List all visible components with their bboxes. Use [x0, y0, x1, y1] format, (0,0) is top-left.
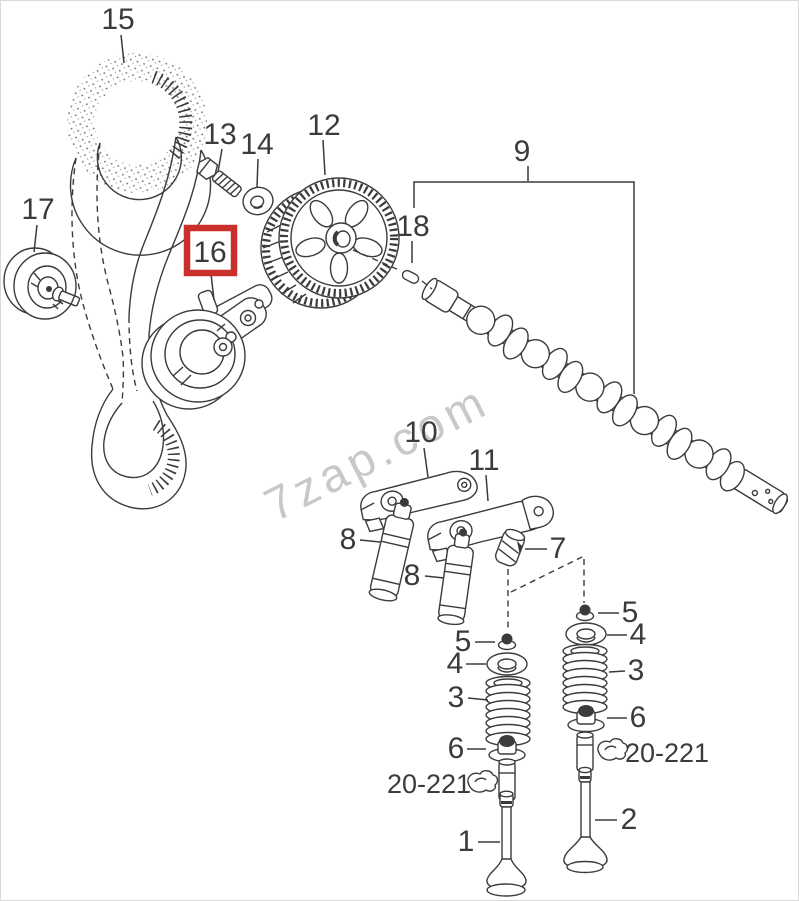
ref-code-left[interactable]: 20-221 [387, 769, 471, 799]
callout-camshaft[interactable]: 9 [514, 135, 531, 168]
callout-valve-exhaust[interactable]: 2 [621, 803, 638, 836]
tensioner-bolt-drawing [196, 156, 242, 198]
callout-belt-tensioner[interactable]: 16 [193, 236, 226, 269]
spring-left-drawing [485, 675, 531, 747]
callout-camshaft-sprocket[interactable]: 12 [307, 109, 340, 142]
lifter-rear-drawing [437, 528, 474, 626]
camshaft-sprocket-drawing [260, 177, 400, 309]
valve-guide-right-drawing [576, 731, 594, 772]
callout-rocker-arm-rear[interactable]: 11 [468, 444, 499, 477]
idler-pulley-drawing [3, 247, 81, 320]
intake-valve-drawing [486, 790, 527, 897]
callout-retainer-left[interactable]: 4 [447, 647, 464, 680]
belt-teeth-bottom [147, 419, 180, 496]
bolt-washer-drawing [242, 186, 274, 216]
leader-lines [33, 34, 635, 843]
keeper-right-drawing [575, 604, 595, 622]
callout-lifter-rear[interactable]: 8 [404, 559, 421, 592]
keeper-left-drawing [497, 633, 517, 651]
seal-left-drawing [488, 735, 526, 763]
belt-teeth-top [151, 70, 193, 163]
callout-retainer-right[interactable]: 4 [630, 618, 647, 651]
sprocket-key-drawing [401, 269, 420, 284]
camshaft-drawing [421, 277, 789, 515]
valve-guide-left-drawing [498, 758, 516, 801]
belt-tensioner-drawing [141, 284, 273, 410]
callout-bolt-washer[interactable]: 14 [240, 128, 273, 161]
seal-right-drawing [567, 705, 605, 733]
callout-rocker-arm-front[interactable]: 10 [404, 416, 437, 449]
retainer-clip-icon-right [597, 738, 629, 761]
callout-idler-pulley[interactable]: 17 [21, 193, 54, 226]
callout-timing-belt[interactable]: 15 [101, 3, 134, 36]
retainer-right-drawing [565, 622, 607, 646]
assembly-dashed-lines [352, 249, 585, 630]
callout-valve-piece[interactable]: 7 [550, 532, 567, 565]
lifter-front-drawing [368, 497, 415, 602]
callout-keeper-right[interactable]: 5 [622, 596, 639, 629]
callout-lifter-front[interactable]: 8 [340, 523, 357, 556]
callout-tensioner-bolt[interactable]: 13 [203, 118, 236, 151]
retainer-left-drawing [486, 652, 528, 676]
callout-seal-right[interactable]: 6 [630, 701, 647, 734]
valve-train-left-drawing [485, 633, 531, 897]
callout-sprocket-key[interactable]: 18 [396, 210, 429, 243]
valve-train-right-drawing [562, 604, 608, 874]
ref-code-right[interactable]: 20-221 [625, 738, 709, 768]
valve-piece-drawing [494, 528, 526, 567]
highlight-box-16[interactable] [183, 224, 238, 277]
callout-spring-right[interactable]: 3 [628, 654, 645, 687]
callout-spring-left[interactable]: 3 [448, 681, 465, 714]
spring-right-drawing [562, 643, 608, 715]
callout-seal-left[interactable]: 6 [448, 732, 465, 765]
callout-valve-intake[interactable]: 1 [458, 825, 475, 858]
callout-keeper-left[interactable]: 5 [455, 625, 472, 658]
retainer-clip-icon-left [467, 770, 499, 793]
timing-belt-drawing [67, 53, 212, 510]
exhaust-valve-drawing [563, 766, 608, 874]
